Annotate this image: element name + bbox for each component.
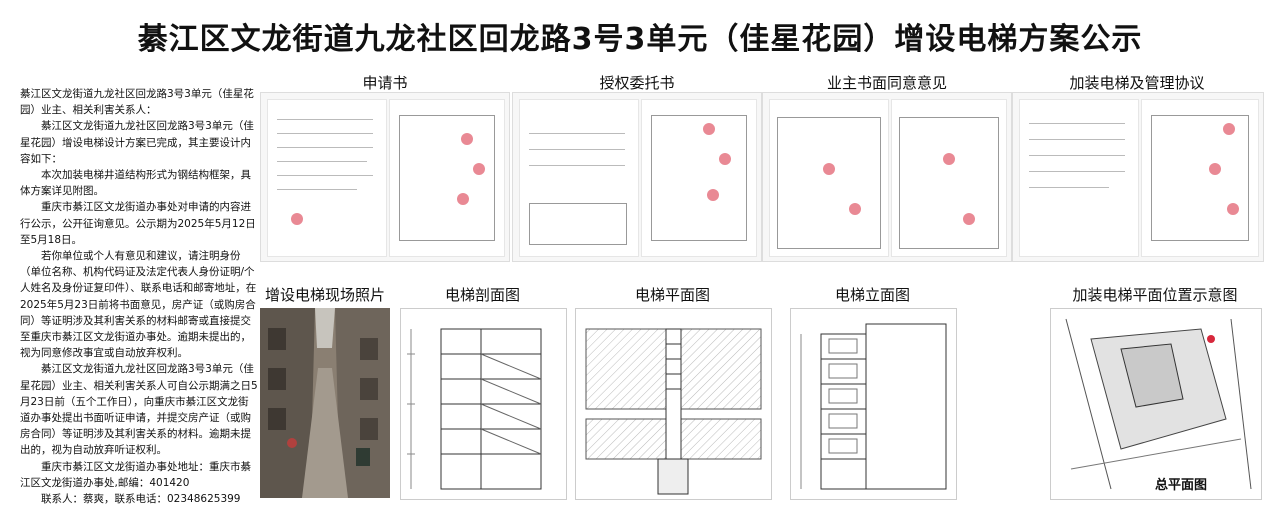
notice-p4: 重庆市綦江区文龙街道办事处对申请的内容进行公示，公开征询意见。公示期为2025年… [20,201,256,246]
notice-p1: 綦江区文龙街道九龙社区回龙路3号3单元（佳星花园）业主、相关利害关系人： [20,88,254,117]
notice-p8: 联系人：蔡爽，联系电话：02348625399 [41,493,241,506]
label-authorization: 授权委托书 [599,74,675,92]
notice-p7: 重庆市綦江区文龙街道办事处地址：重庆市綦江区文龙街道办事处,邮编：401420 [20,460,251,489]
label-consent: 业主书面同意意见 [826,74,947,92]
notice-p2: 綦江区文龙街道九龙社区回龙路3号3单元（佳星花园）增设电梯设计方案已完成，其主要… [20,120,254,165]
authorization-document-image [512,92,762,262]
elevator-plan-drawing [575,308,772,500]
site-plan-drawing: 总平面图 [1050,308,1262,500]
notice-p6: 綦江区文龙街道九龙社区回龙路3号3单元（佳星花园）业主、相关利害关系人可自公示期… [20,363,258,457]
label-section: 电梯剖面图 [444,286,520,304]
application-document-image [260,92,510,262]
label-application: 申请书 [362,74,408,92]
notice-p5: 若你单位或个人有意见和建议，请注明身份（单位名称、机构代码证及法定代表人身份证明… [20,250,257,360]
label-siteplan: 加装电梯平面位置示意图 [1072,286,1238,304]
label-elevation: 电梯立面图 [834,286,910,304]
agreement-document-image [1012,92,1264,262]
page-title: 綦江区文龙街道九龙社区回龙路3号3单元（佳星花园）增设电梯方案公示 [137,22,1143,57]
site-photo [260,308,390,498]
label-agreement: 加装电梯及管理协议 [1069,74,1205,92]
label-plan: 电梯平面图 [634,286,710,304]
label-photo: 增设电梯现场照片 [264,286,385,304]
elevator-section-drawing [400,308,567,500]
site-plan-caption: 总平面图 [1154,478,1207,493]
elevator-elevation-drawing [790,308,957,500]
consent-document-image [762,92,1012,262]
notice-text: 綦江区文龙街道九龙社区回龙路3号3单元（佳星花园）业主、相关利害关系人： 綦江区… [20,86,258,507]
notice-p3: 本次加装电梯井道结构形式为钢结构框架，具体方案详见附图。 [20,169,251,198]
